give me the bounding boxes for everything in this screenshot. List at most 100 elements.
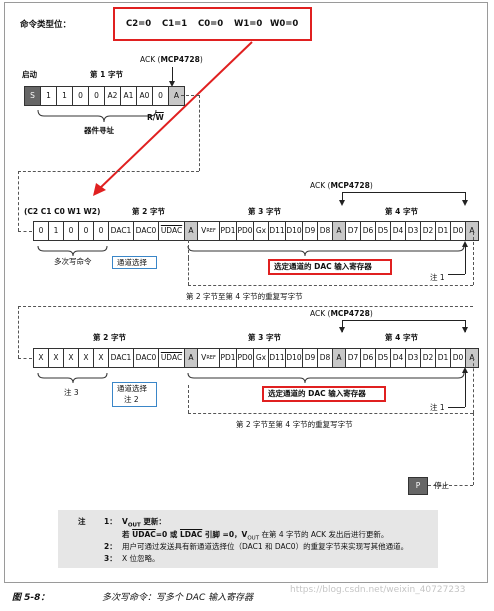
seq1-cell-19: D6 <box>360 221 376 241</box>
seq2-cell-15: D9 <box>302 348 318 368</box>
seq1-cell-24: D1 <box>435 221 451 241</box>
note1-body: 若 UDAC=0 或 LDAC 引脚 =0，VOUT 在第 4 字节的 ACK … <box>122 530 389 542</box>
byte1-cell-5: A2 <box>104 86 121 106</box>
seq2-cell-11: PD0 <box>236 348 254 368</box>
cmd-bit-w1: W1=0 <box>234 19 263 29</box>
seq1-cell-21: D4 <box>390 221 406 241</box>
ack-stem-s1-b <box>465 192 466 204</box>
ack-stem-s1-a <box>342 192 343 204</box>
seq1-cell-22: D3 <box>405 221 421 241</box>
s2-loop-v <box>473 358 474 413</box>
seq1-cell-12: Gx <box>253 221 269 241</box>
seq2-cell-7: UDAC <box>158 348 185 368</box>
figure-caption: 多次写命令：写多个 DAC 输入寄存器 <box>102 593 254 603</box>
seq2-cell-3: X <box>78 348 94 368</box>
seq1-cell-7: UDAC <box>158 221 185 241</box>
s2-chan-sel: 通道选择 <box>117 384 147 393</box>
s1-note1-stem <box>465 243 466 274</box>
seq1-cell-26: A <box>465 221 479 241</box>
seq2-cell-4: X <box>93 348 109 368</box>
s1-sel-dac: 选定通道的 DAC 输入寄存器 <box>274 262 372 271</box>
byte1-cell-0: S <box>24 86 41 106</box>
seq1-cell-18: D7 <box>345 221 361 241</box>
connector-v2 <box>18 171 19 231</box>
seq2-cell-26: A <box>465 348 479 368</box>
connector-v1 <box>199 95 200 171</box>
seq2-cell-24: D1 <box>435 348 451 368</box>
s1-chan-sel: 通道选择 <box>117 258 147 267</box>
s1-multi-cmd: 多次写命令 <box>54 257 92 266</box>
seq2-cell-1: X <box>48 348 64 368</box>
seq2-cell-6: DAC0 <box>133 348 159 368</box>
seq2-cell-25: D0 <box>450 348 466 368</box>
s2-note1-leader <box>448 407 465 408</box>
ack-label-s2: ACK (MCP4728) <box>310 309 373 318</box>
cmd-header: (C2 C1 C0 W1 W2) <box>24 207 101 216</box>
s2-loop-v2 <box>188 385 189 413</box>
byte1-cell-8: 0 <box>152 86 169 106</box>
seq1-cell-20: D5 <box>375 221 391 241</box>
s2-sel-dac: 选定通道的 DAC 输入寄存器 <box>268 389 366 398</box>
byte1-cell-9: A <box>168 86 185 106</box>
seq1-cell-25: D0 <box>450 221 466 241</box>
ack-bar-s1 <box>342 192 465 193</box>
s2-note3: 注 3 <box>64 388 79 397</box>
s2-sel-dac-highlight <box>262 386 386 402</box>
s1-lead <box>18 231 32 232</box>
byte1-cell-2: 1 <box>56 86 73 106</box>
seq2-cell-19: D6 <box>360 348 376 368</box>
cmd-bit-c2: C2=0 <box>126 19 152 29</box>
ack-stem-s2-a <box>342 320 343 332</box>
seq1-cell-2: 0 <box>63 221 79 241</box>
cmd-bit-w0: W0=0 <box>270 19 299 29</box>
cmd-type-label: 命令类型位： <box>20 20 72 30</box>
note3-num: 3： <box>104 554 117 563</box>
seq1-cell-1: 1 <box>48 221 64 241</box>
byte1-cell-6: A1 <box>120 86 137 106</box>
figure-num: 图 5-8： <box>12 593 50 603</box>
s1-sel-dac-highlight <box>268 259 392 275</box>
s1-note1-leader <box>448 274 465 275</box>
seq1-cell-17: A <box>332 221 346 241</box>
seq1-cell-0: 0 <box>33 221 49 241</box>
seq1-cell-23: D2 <box>420 221 436 241</box>
start-label: 启动 <box>22 70 37 79</box>
ack-stem-s2-b <box>465 320 466 332</box>
s1-note1: 注 1 <box>430 273 445 282</box>
s1-loop-h <box>188 285 473 286</box>
stop-label: 停止 <box>434 481 449 490</box>
byte1-label: 第 1 字节 <box>90 70 123 79</box>
watermark: https://blog.csdn.net/weixin_40727233 <box>290 585 466 595</box>
seq2-cell-14: D10 <box>285 348 303 368</box>
seq1-cell-5: DAC1 <box>108 221 134 241</box>
section-divider <box>18 306 473 307</box>
seq2-cell-12: Gx <box>253 348 269 368</box>
connector-h2 <box>18 171 199 172</box>
connector-h1 <box>181 95 199 96</box>
notes-box: 注 1： VOUT 更新： 若 UDAC=0 或 LDAC 引脚 =0，VOUT… <box>58 510 438 568</box>
seq2-cell-2: X <box>63 348 79 368</box>
rw-label: R/W <box>147 113 164 122</box>
stop-cell: P <box>408 477 428 495</box>
seq1-cell-3: 0 <box>78 221 94 241</box>
notes-head: 注 <box>78 517 86 526</box>
seq1-cell-4: 0 <box>93 221 109 241</box>
seq1-cell-8: A <box>184 221 198 241</box>
s2-byte3-label: 第 3 字节 <box>248 333 281 342</box>
seq2-cell-17: A <box>332 348 346 368</box>
seq2-cell-21: D4 <box>390 348 406 368</box>
seq1-cell-11: PD0 <box>236 221 254 241</box>
figure-frame <box>4 2 488 583</box>
ack-label-top: ACK (MCP4728) <box>140 55 203 64</box>
note3-text: X 位忽略。 <box>122 554 160 563</box>
s1-byte3-label: 第 3 字节 <box>248 207 281 216</box>
seq2-cell-16: D8 <box>317 348 333 368</box>
seq1-cell-6: DAC0 <box>133 221 159 241</box>
note2-text: 用户可通过发送具有新通道选择位（DAC1 和 DAC0）的重复字节来实现写其他通… <box>122 542 409 551</box>
seq1-cell-16: D8 <box>317 221 333 241</box>
seq1-cell-15: D9 <box>302 221 318 241</box>
seq2-cell-22: D3 <box>405 348 421 368</box>
s1-byte4-label: 第 4 字节 <box>385 207 418 216</box>
seq1-cell-13: D11 <box>268 221 286 241</box>
